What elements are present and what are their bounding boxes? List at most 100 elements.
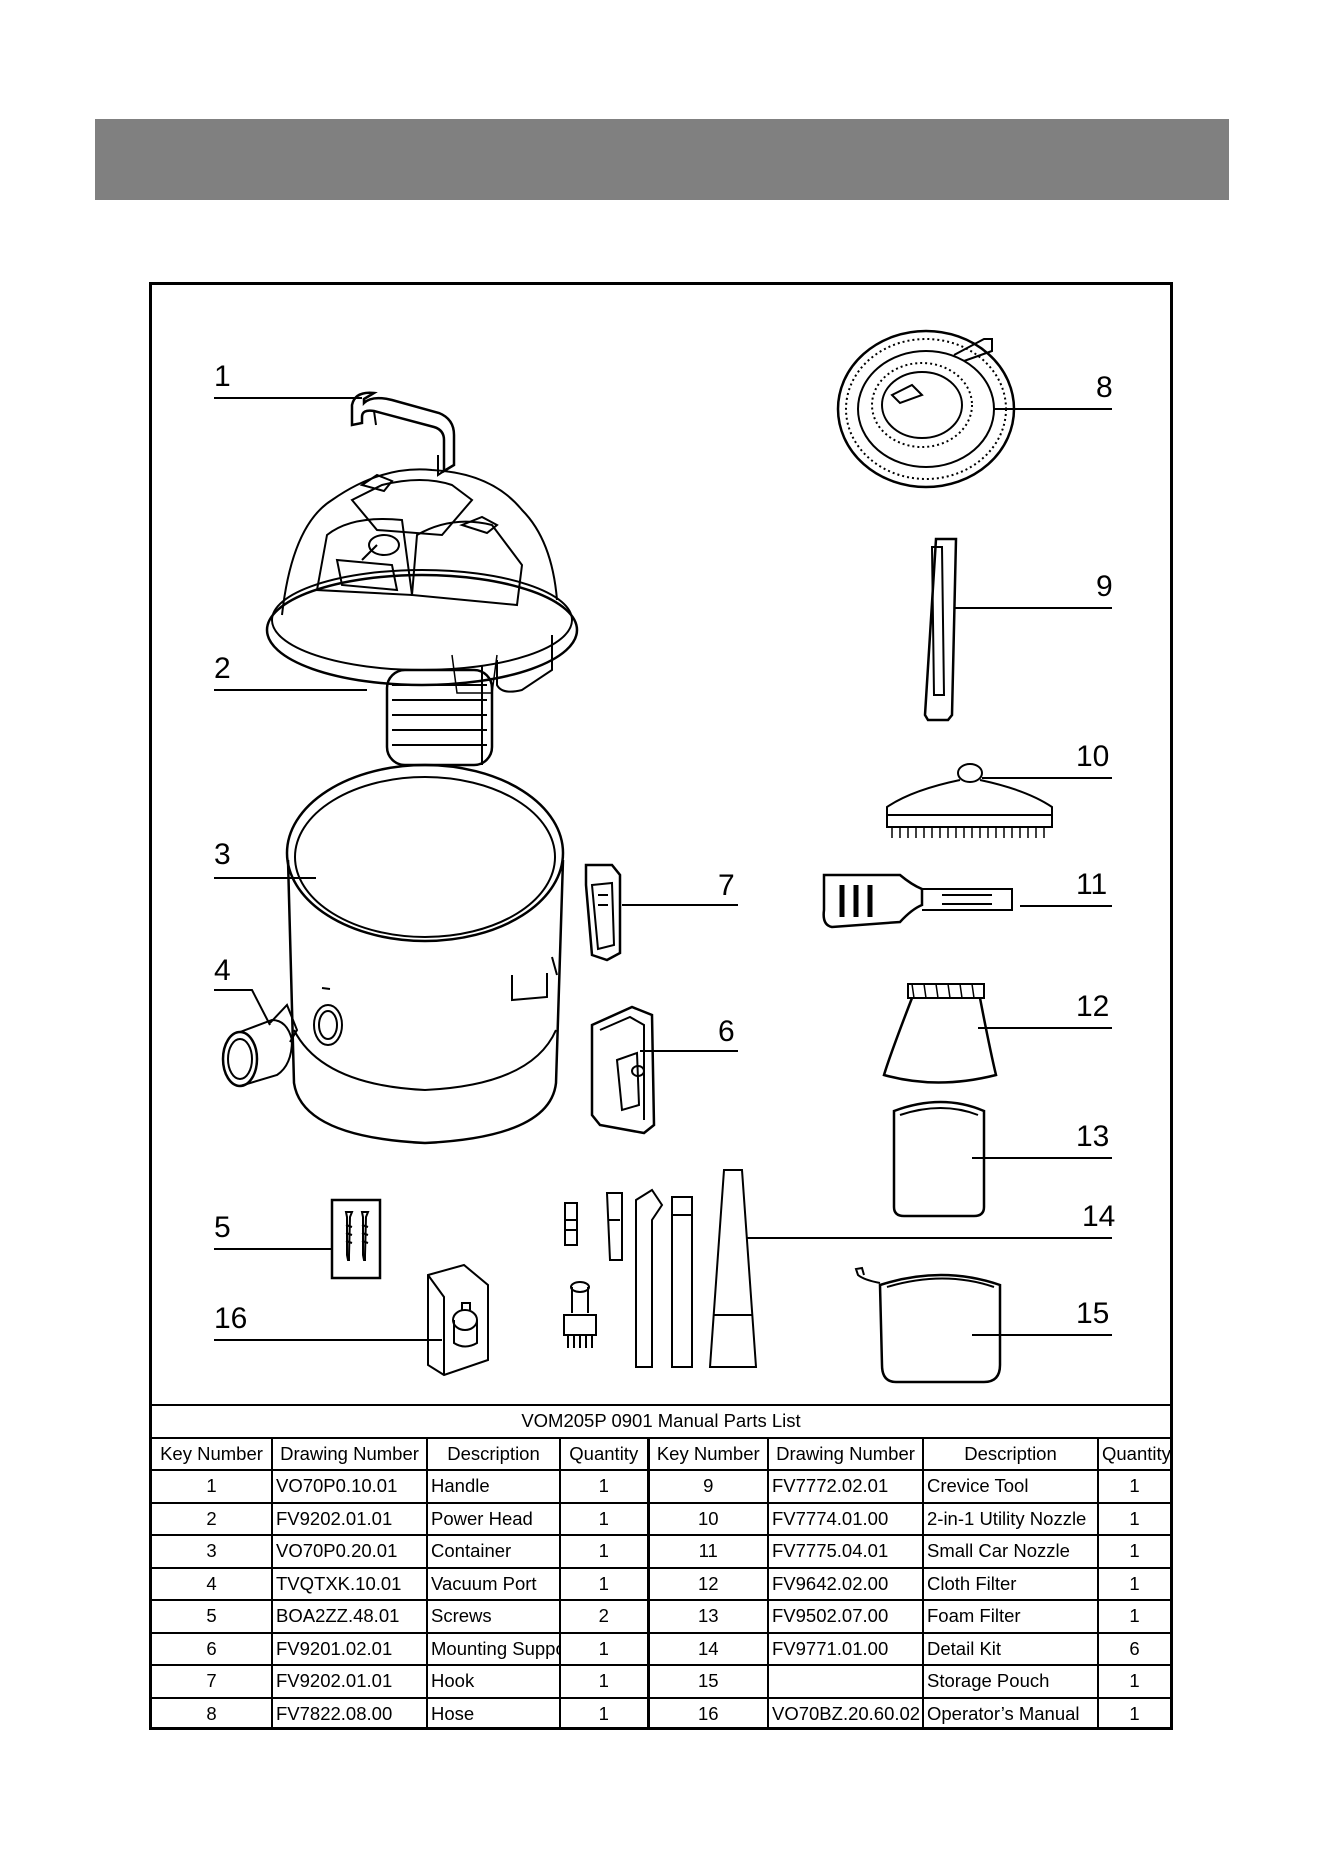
quantity: 1 <box>559 1566 649 1601</box>
quantity: 2 <box>559 1599 649 1634</box>
handle-illustration <box>350 391 456 477</box>
description: Cloth Filter <box>922 1566 1099 1601</box>
storage-pouch-illustration <box>854 1266 1002 1384</box>
container-illustration <box>285 763 565 1145</box>
callout-11: 11 <box>1076 868 1107 901</box>
manual-illustration <box>427 1263 489 1377</box>
drawing-number <box>767 1664 924 1699</box>
screws-illustration <box>330 1198 382 1280</box>
key-number: 11 <box>646 1534 769 1569</box>
callout-5: 5 <box>214 1211 231 1244</box>
description: Crevice Tool <box>922 1469 1099 1504</box>
description: Detail Kit <box>922 1631 1099 1666</box>
key-number: 12 <box>646 1566 769 1601</box>
column-header: Key Number <box>646 1436 769 1471</box>
callout-16: 16 <box>214 1302 247 1335</box>
table-row: 4 TVQTXK.10.01 Vacuum Port 1 12 FV9642.0… <box>152 1566 1170 1601</box>
column-header: Drawing Number <box>767 1436 924 1471</box>
quantity: 1 <box>1097 1469 1170 1504</box>
drawing-number: FV9202.01.01 <box>271 1664 428 1699</box>
quantity: 1 <box>1097 1566 1170 1601</box>
description: Vacuum Port <box>426 1566 561 1601</box>
hook-illustration <box>584 863 622 962</box>
drawing-number: VO70P0.20.01 <box>271 1534 428 1569</box>
key-number: 14 <box>646 1631 769 1666</box>
utility-nozzle-illustration <box>886 763 1053 838</box>
description: Handle <box>426 1469 561 1504</box>
drawing-number: BOA2ZZ.48.01 <box>271 1599 428 1634</box>
table-title: VOM205P 0901 Manual Parts List <box>152 1404 1170 1439</box>
quantity: 6 <box>1097 1631 1170 1666</box>
power-head-illustration <box>265 468 579 767</box>
parts-list-table: VOM205P 0901 Manual Parts List Key Numbe… <box>152 1404 1170 1729</box>
description: Power Head <box>426 1501 561 1536</box>
drawing-number: FV7775.04.01 <box>767 1534 924 1569</box>
key-number: 1 <box>152 1469 273 1504</box>
description: Container <box>426 1534 561 1569</box>
detail-kit-illustration <box>563 1169 758 1368</box>
drawing-number: FV7822.08.00 <box>271 1696 428 1729</box>
callout-9: 9 <box>1096 570 1113 603</box>
cloth-filter-illustration <box>882 983 998 1084</box>
key-number: 13 <box>646 1599 769 1634</box>
key-number: 7 <box>152 1664 273 1699</box>
quantity: 1 <box>1097 1501 1170 1536</box>
callout-2: 2 <box>214 652 231 685</box>
quantity: 1 <box>559 1469 649 1504</box>
quantity: 1 <box>1097 1534 1170 1569</box>
parts-diagram: 1 2 <box>152 285 1170 1405</box>
key-number: 3 <box>152 1534 273 1569</box>
drawing-number: FV7774.01.00 <box>767 1501 924 1536</box>
quantity: 1 <box>1097 1664 1170 1699</box>
table-row: 3 VO70P0.20.01 Container 1 11 FV7775.04.… <box>152 1534 1170 1569</box>
quantity: 1 <box>559 1631 649 1666</box>
callout-10: 10 <box>1076 740 1109 773</box>
callout-8: 8 <box>1096 371 1113 404</box>
key-number: 5 <box>152 1599 273 1634</box>
quantity: 1 <box>1097 1696 1170 1729</box>
hose-illustration <box>836 329 1016 489</box>
callout-1: 1 <box>214 360 231 393</box>
table-row: 7 FV9202.01.01 Hook 1 15 Storage Pouch 1 <box>152 1664 1170 1699</box>
description: Operator’s Manual <box>922 1696 1099 1729</box>
header-bar <box>95 119 1229 200</box>
callout-12: 12 <box>1076 990 1109 1023</box>
mounting-support-illustration <box>590 1005 656 1135</box>
callout-13: 13 <box>1076 1120 1109 1153</box>
parts-diagram-frame: 1 2 <box>149 282 1173 1730</box>
table-title-row: VOM205P 0901 Manual Parts List <box>152 1404 1170 1439</box>
drawing-number: TVQTXK.10.01 <box>271 1566 428 1601</box>
key-number: 9 <box>646 1469 769 1504</box>
drawing-number: FV9502.07.00 <box>767 1599 924 1634</box>
key-number: 2 <box>152 1501 273 1536</box>
callout-4: 4 <box>214 954 231 987</box>
drawing-number: FV9771.01.00 <box>767 1631 924 1666</box>
drawing-number: VO70BZ.20.60.02 <box>767 1696 924 1729</box>
key-number: 16 <box>646 1696 769 1729</box>
crevice-tool-illustration <box>923 537 958 722</box>
description: Small Car Nozzle <box>922 1534 1099 1569</box>
description: Storage Pouch <box>922 1664 1099 1699</box>
table-row: 5 BOA2ZZ.48.01 Screws 2 13 FV9502.07.00 … <box>152 1599 1170 1634</box>
key-number: 8 <box>152 1696 273 1729</box>
key-number: 4 <box>152 1566 273 1601</box>
quantity: 1 <box>559 1696 649 1729</box>
vacuum-port-illustration <box>221 1003 299 1088</box>
column-header: Drawing Number <box>271 1436 428 1471</box>
quantity: 1 <box>559 1664 649 1699</box>
drawing-number: VO70P0.10.01 <box>271 1469 428 1504</box>
quantity: 1 <box>559 1534 649 1569</box>
quantity: 1 <box>559 1501 649 1536</box>
table-row: 1 VO70P0.10.01 Handle 1 9 FV7772.02.01 C… <box>152 1469 1170 1504</box>
description: Foam Filter <box>922 1599 1099 1634</box>
key-number: 15 <box>646 1664 769 1699</box>
drawing-number: FV9642.02.00 <box>767 1566 924 1601</box>
description: Screws <box>426 1599 561 1634</box>
column-header: Description <box>922 1436 1099 1471</box>
column-header: Quantity <box>1097 1436 1170 1471</box>
table-row: 8 FV7822.08.00 Hose 1 16 VO70BZ.20.60.02… <box>152 1696 1170 1729</box>
table-row: 2 FV9202.01.01 Power Head 1 10 FV7774.01… <box>152 1501 1170 1536</box>
column-header: Quantity <box>559 1436 649 1471</box>
quantity: 1 <box>1097 1599 1170 1634</box>
description: Hose <box>426 1696 561 1729</box>
